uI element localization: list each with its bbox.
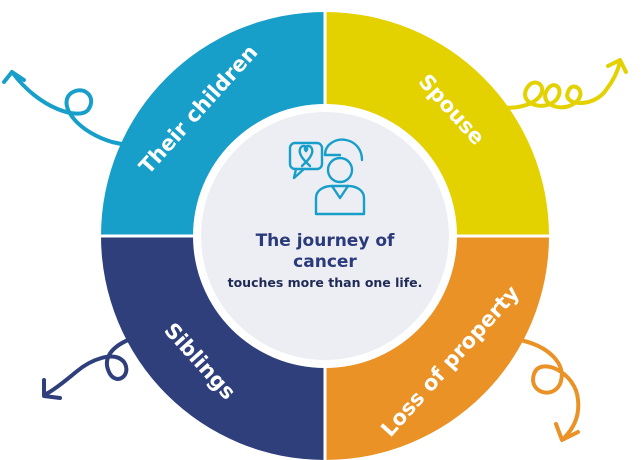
segment-their-children	[101, 12, 325, 236]
center-subtitle: touches more than one life.	[228, 275, 423, 290]
center-title-line2: cancer	[293, 252, 357, 272]
segment-dividers	[99, 10, 551, 460]
person-with-cancer-ribbon-icon	[288, 138, 366, 216]
curly-arrow-down-right-icon	[518, 338, 581, 442]
curly-arrow-up-right-icon	[488, 58, 628, 110]
segment-spouse	[325, 12, 549, 236]
center-disc	[201, 112, 449, 360]
segment-loss-of-property	[325, 236, 549, 460]
segment-siblings	[101, 236, 325, 460]
center-title-line1: The journey of	[256, 231, 395, 251]
curly-arrow-down-left-icon	[42, 338, 130, 400]
